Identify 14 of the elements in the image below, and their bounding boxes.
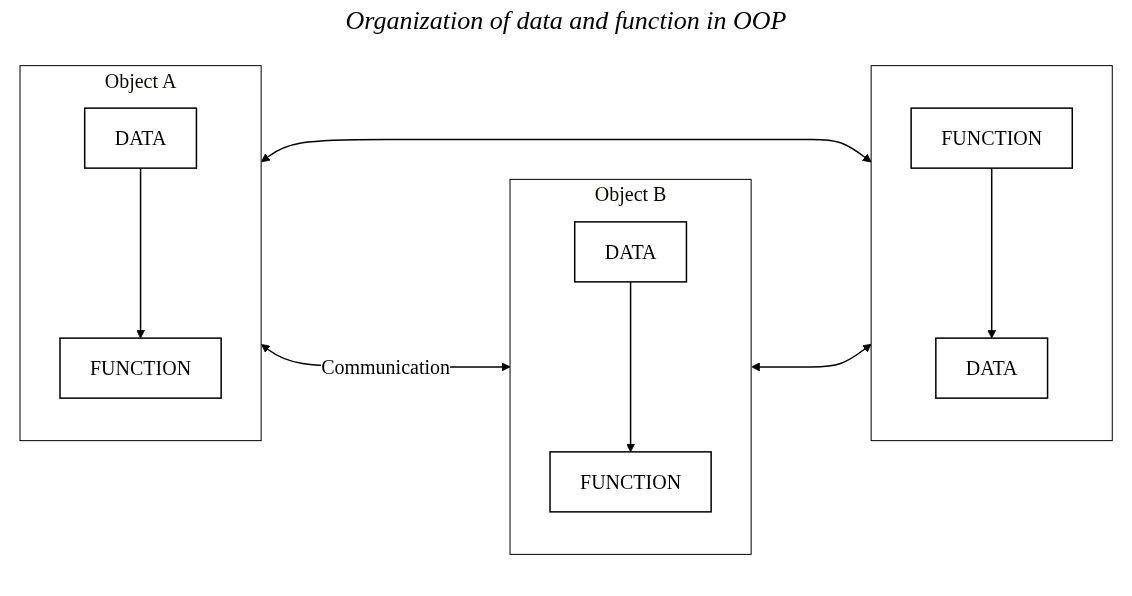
node-box: FUNCTION bbox=[910, 107, 1073, 169]
node-box: FUNCTION bbox=[59, 337, 222, 399]
edge-label: Communication bbox=[320, 355, 450, 378]
node-box: FUNCTION bbox=[549, 451, 712, 513]
arrow bbox=[136, 167, 145, 339]
node-box: DATA bbox=[83, 107, 198, 169]
arrow bbox=[987, 167, 996, 339]
arrow bbox=[751, 343, 872, 372]
node-box: DATA bbox=[573, 221, 688, 283]
cluster bbox=[870, 65, 1113, 442]
arrow bbox=[260, 138, 872, 163]
diagram-title: Organization of data and function in OOP bbox=[344, 6, 788, 36]
node-box: DATA bbox=[934, 337, 1049, 399]
arrow bbox=[626, 281, 635, 453]
